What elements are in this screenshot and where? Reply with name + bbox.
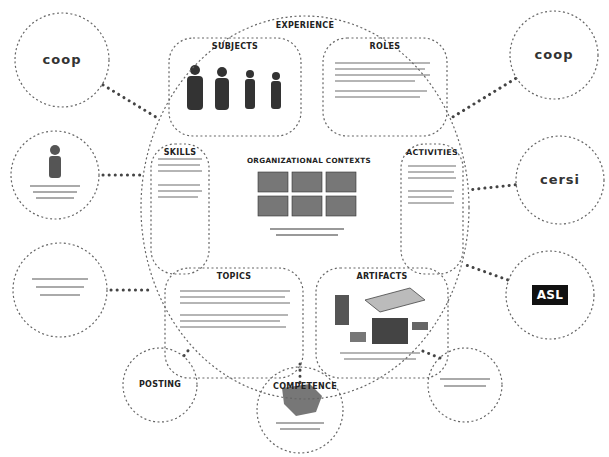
photo-grid	[258, 172, 356, 216]
node-outline	[150, 143, 210, 275]
skills-lobe: SKILLS	[150, 143, 210, 275]
partner-circle	[11, 131, 99, 219]
partner-circle: ASL	[505, 250, 595, 340]
context-panel: ORGANIZATIONAL CONTEXTS	[246, 152, 372, 262]
node-outline	[400, 143, 464, 275]
section-heading: ORGANIZATIONAL CONTEXTS	[247, 157, 371, 166]
node-outline	[168, 37, 302, 137]
subjects-lobe: SUBJECTS	[168, 37, 302, 137]
experience-circle: EXPERIENCE COMPETENCE SUBJECTS ROLES ACTIVIT…	[140, 15, 470, 400]
section-heading: ROLES	[370, 42, 401, 52]
dotted-link	[469, 185, 515, 190]
dotted-link	[103, 174, 140, 177]
artifact-devices	[335, 288, 428, 344]
node-outline	[140, 15, 470, 400]
dotted-link	[451, 79, 516, 119]
section-heading: EXPERIENCE	[276, 21, 335, 31]
partner-logo: cersi	[540, 172, 580, 188]
roles-lobe: ROLES	[322, 37, 448, 137]
partner-circle: coop	[14, 12, 110, 108]
activities-lobe: ACTIVITIES	[400, 143, 464, 275]
partner-logo: coop	[43, 52, 82, 68]
partner-circle	[257, 367, 343, 453]
section-heading: SUBJECTS	[212, 42, 258, 52]
section-heading: POSTING	[139, 380, 181, 390]
person-figure	[49, 145, 61, 178]
dotted-link	[103, 85, 159, 119]
section-heading: ACTIVITIES	[406, 148, 458, 158]
node-outline	[322, 37, 448, 137]
partner-circle	[13, 243, 107, 337]
partner-logo: ASL	[532, 285, 568, 305]
section-heading: TOPICS	[217, 272, 252, 282]
node-outline	[315, 267, 449, 379]
dotted-link	[420, 350, 440, 358]
section-heading: COMPETENCE	[273, 382, 337, 392]
dotted-link	[111, 289, 150, 292]
topics-lobe: TOPICS	[164, 267, 304, 379]
partner-circle: cersi	[515, 135, 605, 225]
dotted-link	[463, 264, 508, 280]
section-heading: SKILLS	[164, 148, 197, 158]
partner-logo: coop	[535, 47, 574, 63]
subject-figures	[187, 65, 281, 110]
dotted-link	[184, 347, 191, 356]
node-outline	[164, 267, 304, 379]
partner-circle: POSTING	[122, 347, 198, 423]
partner-circle: coop	[509, 10, 599, 100]
artifacts-lobe: ARTIFACTS	[315, 267, 449, 379]
section-heading: ARTIFACTS	[357, 272, 408, 282]
